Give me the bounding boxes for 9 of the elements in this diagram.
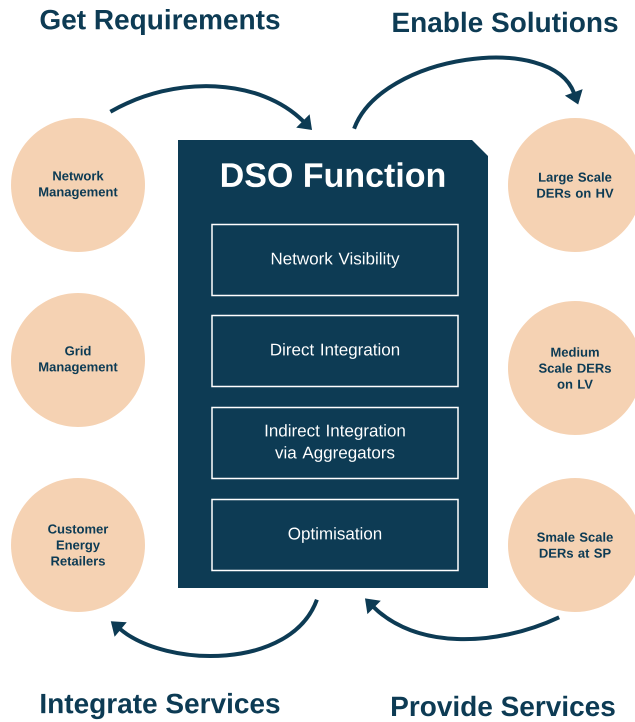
function-box: Indirect Integration via Aggregators bbox=[211, 406, 459, 480]
function-box: Direct Integration bbox=[211, 314, 459, 388]
curved-arrow bbox=[352, 56, 583, 130]
stage-heading: Enable Solutions bbox=[393, 12, 618, 32]
function-box: Optimisation bbox=[211, 498, 459, 572]
stage-heading: Provide Services bbox=[392, 696, 615, 716]
stage-heading: Integrate Services bbox=[41, 692, 280, 720]
stage-heading: Get Requirements bbox=[40, 8, 280, 36]
function-box: Network Visibility bbox=[211, 224, 459, 296]
